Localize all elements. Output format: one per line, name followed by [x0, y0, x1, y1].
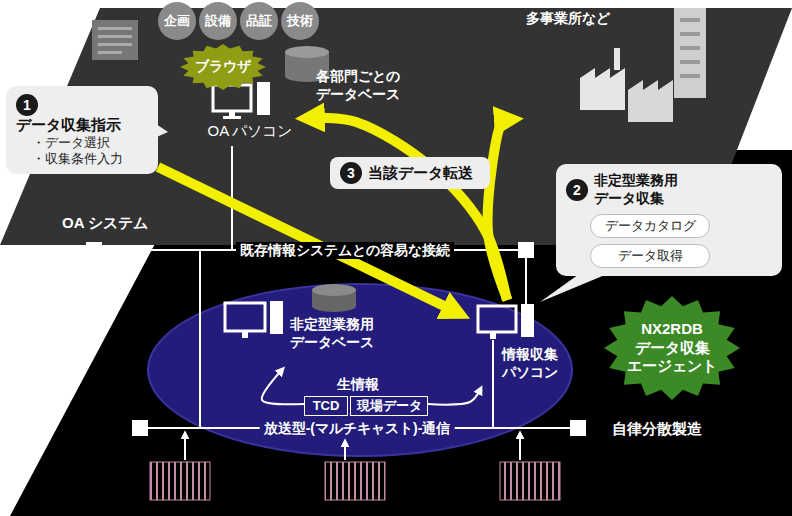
monitor-stand — [490, 333, 496, 339]
node-text: ブラウザ — [195, 58, 251, 76]
collector-pc: 情報収集 パソコン — [470, 300, 570, 386]
tcd-box: TCD — [304, 396, 348, 416]
node-text: 技術 — [287, 13, 313, 29]
document-line — [98, 27, 132, 30]
controller-rack — [325, 462, 385, 500]
diagram-label: 放送型-(マルチキャスト)-通信 — [260, 420, 455, 437]
document-line — [98, 51, 122, 54]
callout-number: 2 — [566, 179, 588, 201]
database-cylinder-top — [285, 46, 329, 58]
network-wire — [492, 340, 494, 428]
factory-chimney — [614, 48, 620, 70]
building-window — [680, 74, 700, 78]
network-terminal — [132, 420, 148, 436]
node-text: 多事業所など — [526, 10, 610, 28]
node-text: 設備 — [205, 13, 231, 29]
node-text: 情報収集 パソコン — [502, 346, 568, 381]
document-icon — [92, 20, 138, 60]
monitor-icon — [478, 306, 516, 332]
browser-starburst: ブラウザ — [180, 44, 266, 90]
network-region — [148, 284, 572, 456]
callout-tail — [540, 272, 612, 302]
sites-group: 多事業所など — [522, 6, 712, 122]
building-window — [680, 60, 700, 64]
building-icon — [674, 8, 706, 98]
monitor-stand — [242, 332, 248, 338]
node-text: 企画 — [164, 13, 190, 29]
building-window — [680, 18, 700, 22]
factory-icon — [580, 68, 625, 110]
network-wire — [525, 258, 527, 304]
data-flow-arrow — [262, 371, 304, 404]
label-holder: 既存情報システムとの容易な接続 — [236, 241, 454, 259]
data-flow-arrow — [488, 120, 508, 300]
data-flow-arrow — [313, 118, 507, 300]
node-text: ・データ選択 — [16, 135, 148, 151]
department-circle: 技術 — [281, 2, 319, 40]
diagram-label: 既存情報システムとの容易な接続 — [236, 242, 454, 259]
pc-tower — [270, 301, 283, 334]
node-text: NX2RDB データ収集 エージェント — [620, 320, 724, 376]
monitor-base — [223, 116, 241, 119]
node-text: 非定型業務用 データベース — [290, 316, 390, 351]
department-database: 各部門ごとの データベース — [316, 68, 416, 103]
database-cylinder-top — [312, 284, 356, 296]
callout-number: 3 — [340, 162, 362, 184]
field-data-box: 現場データ — [350, 396, 428, 416]
node-text: データ収集指示 — [16, 116, 121, 135]
node-text: 各部門ごとの データベース — [316, 68, 416, 103]
data-flow-arrow — [428, 391, 480, 405]
pc-tower — [257, 82, 270, 115]
starburst-fill — [604, 296, 740, 400]
department-circle: 企画 — [158, 2, 196, 40]
node-text: 自律分散製造 — [612, 420, 702, 439]
pc-tower — [521, 304, 534, 337]
network-wire — [199, 250, 201, 428]
department-circle: 品証 — [240, 2, 278, 40]
node-text: TCD — [313, 398, 340, 414]
node-text: OA システム — [62, 214, 148, 233]
document-line — [98, 35, 132, 38]
node-text: データカタログ — [605, 218, 696, 234]
controller-rack — [500, 462, 560, 500]
node-text: ・収集条件入力 — [16, 151, 148, 167]
network-terminal — [570, 420, 586, 436]
adhoc-database: 非定型業務用 データベース — [218, 296, 396, 366]
controller-rack — [150, 462, 210, 500]
callout-number: 1 — [16, 94, 38, 116]
callout-box: 3 当該データ転送 — [330, 157, 490, 189]
label-holder: 放送型-(マルチキャスト)-通信 — [260, 419, 455, 437]
node-text: データ取得 — [618, 248, 683, 264]
building-window — [680, 32, 700, 36]
label-holder: 生情報 — [333, 375, 383, 393]
pill-box: データカタログ — [590, 214, 710, 238]
document-line — [98, 43, 132, 46]
network-terminal — [86, 242, 102, 258]
upload-arrow — [519, 432, 521, 460]
node-text: 品証 — [246, 13, 272, 29]
factory-icon — [628, 80, 673, 122]
monitor-icon — [213, 85, 251, 111]
callout-box: データカタログデータ取得 2 非定型業務用 データ収集 — [556, 164, 782, 276]
monitor-icon — [225, 303, 265, 331]
agent-starburst: NX2RDB データ収集 エージェント — [604, 296, 740, 400]
upload-arrow — [184, 432, 186, 460]
node-text: 非定型業務用 データ収集 — [594, 172, 718, 207]
upload-arrow — [344, 440, 346, 460]
network-terminal — [518, 242, 534, 258]
oa-pc: OA パソコン — [205, 82, 295, 142]
pill-box: データ取得 — [590, 244, 710, 268]
callout-box: 1データ収集指示・データ選択・収集条件入力 — [6, 86, 158, 174]
building-window — [680, 46, 700, 50]
node-text: 当該データ転送 — [368, 164, 473, 183]
node-text: OA パソコン — [207, 122, 292, 141]
node-text: 現場データ — [357, 398, 422, 414]
department-circle: 設備 — [199, 2, 237, 40]
starburst-fill — [180, 44, 266, 90]
diagram-label: 生情報 — [333, 376, 383, 393]
